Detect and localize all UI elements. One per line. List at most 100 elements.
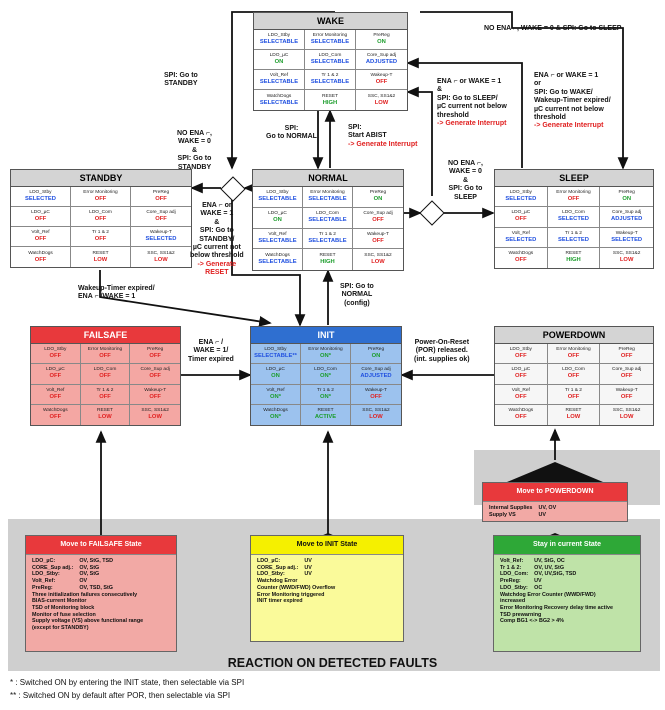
cell-label: RESET	[565, 251, 582, 257]
cell-label: SSC, SS1&2	[364, 253, 392, 259]
fault-condition: UV	[304, 571, 312, 578]
fault-source: Internal Supplies	[489, 505, 533, 511]
wire-wakeup-timer-to-init	[99, 270, 272, 327]
cell-label: LDO_Com	[93, 367, 117, 373]
transition-line: STANDBY/	[199, 235, 235, 243]
cell-label: SSC, SS1&2	[362, 408, 390, 414]
decision-diamond-standby	[220, 176, 246, 202]
fault-condition: OV, TSD, StG	[79, 584, 113, 591]
transition-line: ENA ⌐ /	[198, 339, 224, 346]
fault-box-title: Move to FAILSAFE State	[26, 536, 176, 555]
cell-value: OFF	[370, 393, 382, 400]
cell-label: LDO_Stby	[509, 347, 532, 353]
cell-label: LDO_Stby	[509, 190, 532, 196]
cell-value: OFF	[49, 393, 62, 400]
cell-value: OFF	[620, 353, 633, 360]
fault-condition: UV	[304, 558, 312, 564]
cell-value: OFF	[149, 373, 161, 380]
cell-value: SELECTABLE	[258, 259, 297, 266]
cell-label: Tr 1 & 2	[321, 73, 339, 78]
transition-label-wakeup-timer: Wakeup-Timer expired/ENA ⌐ /WAKE = 1	[78, 285, 155, 302]
fault-condition: OV, UV,StG, TSD	[534, 571, 577, 578]
cell-value: OFF	[567, 373, 580, 380]
cell-label: PreReg	[618, 190, 635, 196]
cell-label: WatchDogs	[508, 408, 534, 414]
transition-label-por: Power-On-Reset(POR) released.(int. suppl…	[414, 339, 470, 364]
transition-line: STANDBY	[177, 163, 212, 171]
transition-line: SPI: Go to	[340, 283, 374, 290]
transition-line: (int. supplies ok)	[414, 355, 470, 363]
transition-line: threshold	[437, 111, 469, 119]
cell-value: OFF	[94, 216, 107, 222]
cell-label: SSC, SS1&2	[141, 408, 169, 414]
cell-label: LDO_Stby	[266, 190, 289, 196]
transition-line: WAKE = 0	[178, 138, 211, 146]
fault-box-title: Move to INIT State	[251, 536, 403, 555]
fault-arrow-powerdown	[507, 462, 603, 482]
transition-line: -> Generate Interrupt	[348, 140, 418, 148]
transition-line: µC current not below	[534, 105, 604, 113]
cell-value: OFF	[155, 216, 167, 222]
cell-value: SELECTED	[25, 196, 56, 202]
fault-source: LDO_Stby:	[32, 571, 60, 578]
cell-label: SSC, SS1&2	[147, 250, 175, 256]
cell-label: LDO_Com	[89, 210, 112, 215]
cell-value: SELECTABLE	[308, 217, 347, 224]
transition-line: Go to NORMAL	[266, 133, 317, 141]
transition-label-normal-abist: SPI:Start ABIST-> Generate Interrupt	[348, 124, 417, 149]
transition-line: NO ENA ⌐,	[177, 130, 212, 137]
transition-line: SLEEP	[454, 193, 477, 201]
cell-label: Error Monitoring	[310, 190, 345, 196]
cell-value: SELECTABLE	[259, 79, 299, 85]
cell-label: Volt_Ref	[31, 230, 50, 235]
cell-label: Tr 1 & 2	[319, 231, 336, 237]
cell-value: SELECTED	[611, 236, 643, 243]
fault-condition: UV	[534, 578, 542, 585]
cell-label: Error Monitoring	[308, 347, 343, 353]
fault-condition: OV, StG	[79, 564, 100, 571]
wire-wake-to-sleep	[420, 11, 629, 170]
cell-label: Wakeup-T	[365, 387, 387, 393]
footnote-single-star: * : Switched ON by entering the INIT sta…	[10, 678, 245, 687]
cell-label: Tr 1 & 2	[92, 230, 109, 235]
state-title: FAILSAFE	[31, 327, 180, 344]
cell-value: ADJUSTED	[365, 59, 398, 65]
cell-value: OFF	[94, 236, 107, 242]
cell-value: LOW	[566, 414, 581, 421]
cell-value: SELECTED	[558, 236, 589, 243]
cell-value: LOW	[369, 414, 383, 421]
cell-label: Volt_Ref	[268, 231, 287, 237]
cell-value: LOW	[619, 257, 634, 264]
cell-value: LOW	[374, 99, 389, 106]
cell-value: SELECTABLE	[259, 39, 299, 45]
fault-line: Supply voltage (VS) above functional ran…	[32, 618, 144, 625]
cell-label: Tr 1 & 2	[317, 387, 334, 393]
cell-value: SELECTABLE	[258, 237, 297, 244]
transition-line: NO ENA ⌐,	[448, 160, 483, 167]
fault-line: Watchdog Error	[257, 578, 298, 585]
